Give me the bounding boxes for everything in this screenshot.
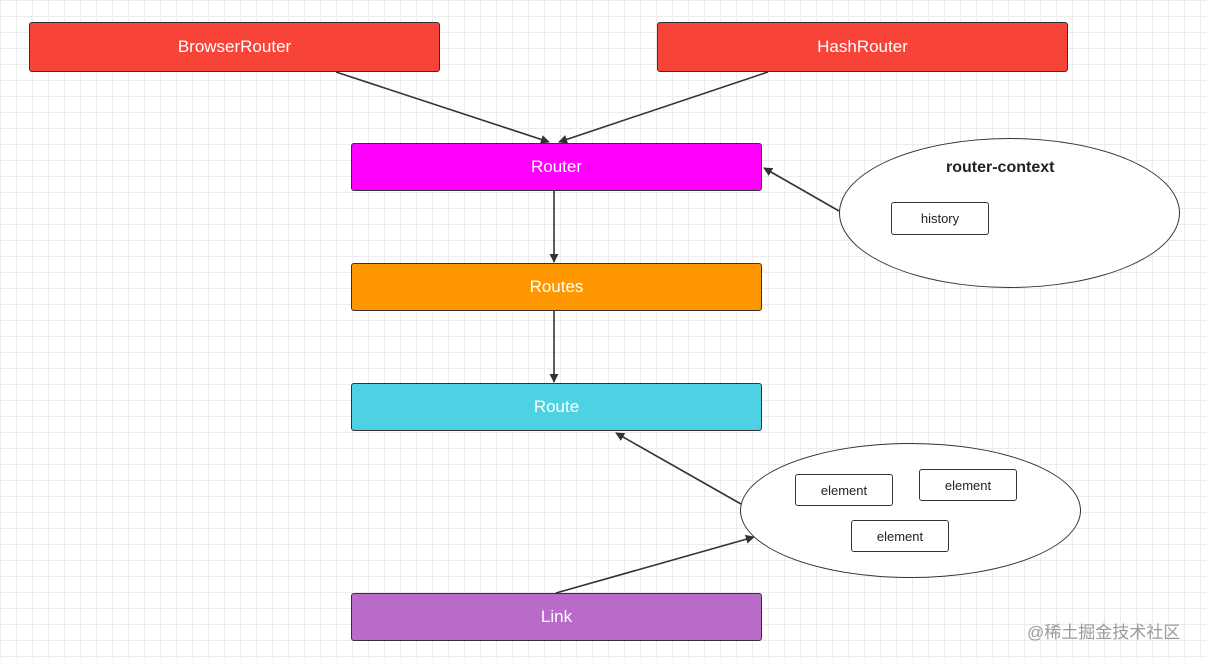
arrow-link-to-elements xyxy=(555,534,755,594)
element-item: element xyxy=(795,474,893,506)
watermark-text: @稀土掘金技术社区 xyxy=(1027,623,1181,642)
router-context-title: router-context xyxy=(946,159,1055,176)
router-context-ellipse xyxy=(839,138,1180,288)
element-item: element xyxy=(851,520,949,552)
arrow-hashrouter-to-router xyxy=(558,71,769,144)
route-node: Route xyxy=(351,383,762,431)
router-label: Router xyxy=(530,157,583,176)
link-label: Link xyxy=(540,607,573,626)
routes-label: Routes xyxy=(529,277,584,296)
element-item: element xyxy=(919,469,1017,501)
router-node: Router xyxy=(351,143,762,191)
hashrouter-label: HashRouter xyxy=(817,37,908,56)
routes-node: Routes xyxy=(351,263,762,311)
history-item: history xyxy=(891,202,989,235)
route-elements-ellipse xyxy=(740,443,1081,578)
arrow-browserrouter-to-router xyxy=(335,71,550,144)
browserrouter-node: BrowserRouter xyxy=(29,22,440,72)
arrow-router-context-to-router xyxy=(763,167,840,212)
browserrouter-label: BrowserRouter xyxy=(177,37,292,56)
route-label: Route xyxy=(533,397,580,416)
arrow-elements-to-route xyxy=(615,432,742,505)
link-node: Link xyxy=(351,593,762,641)
hashrouter-node: HashRouter xyxy=(657,22,1068,72)
